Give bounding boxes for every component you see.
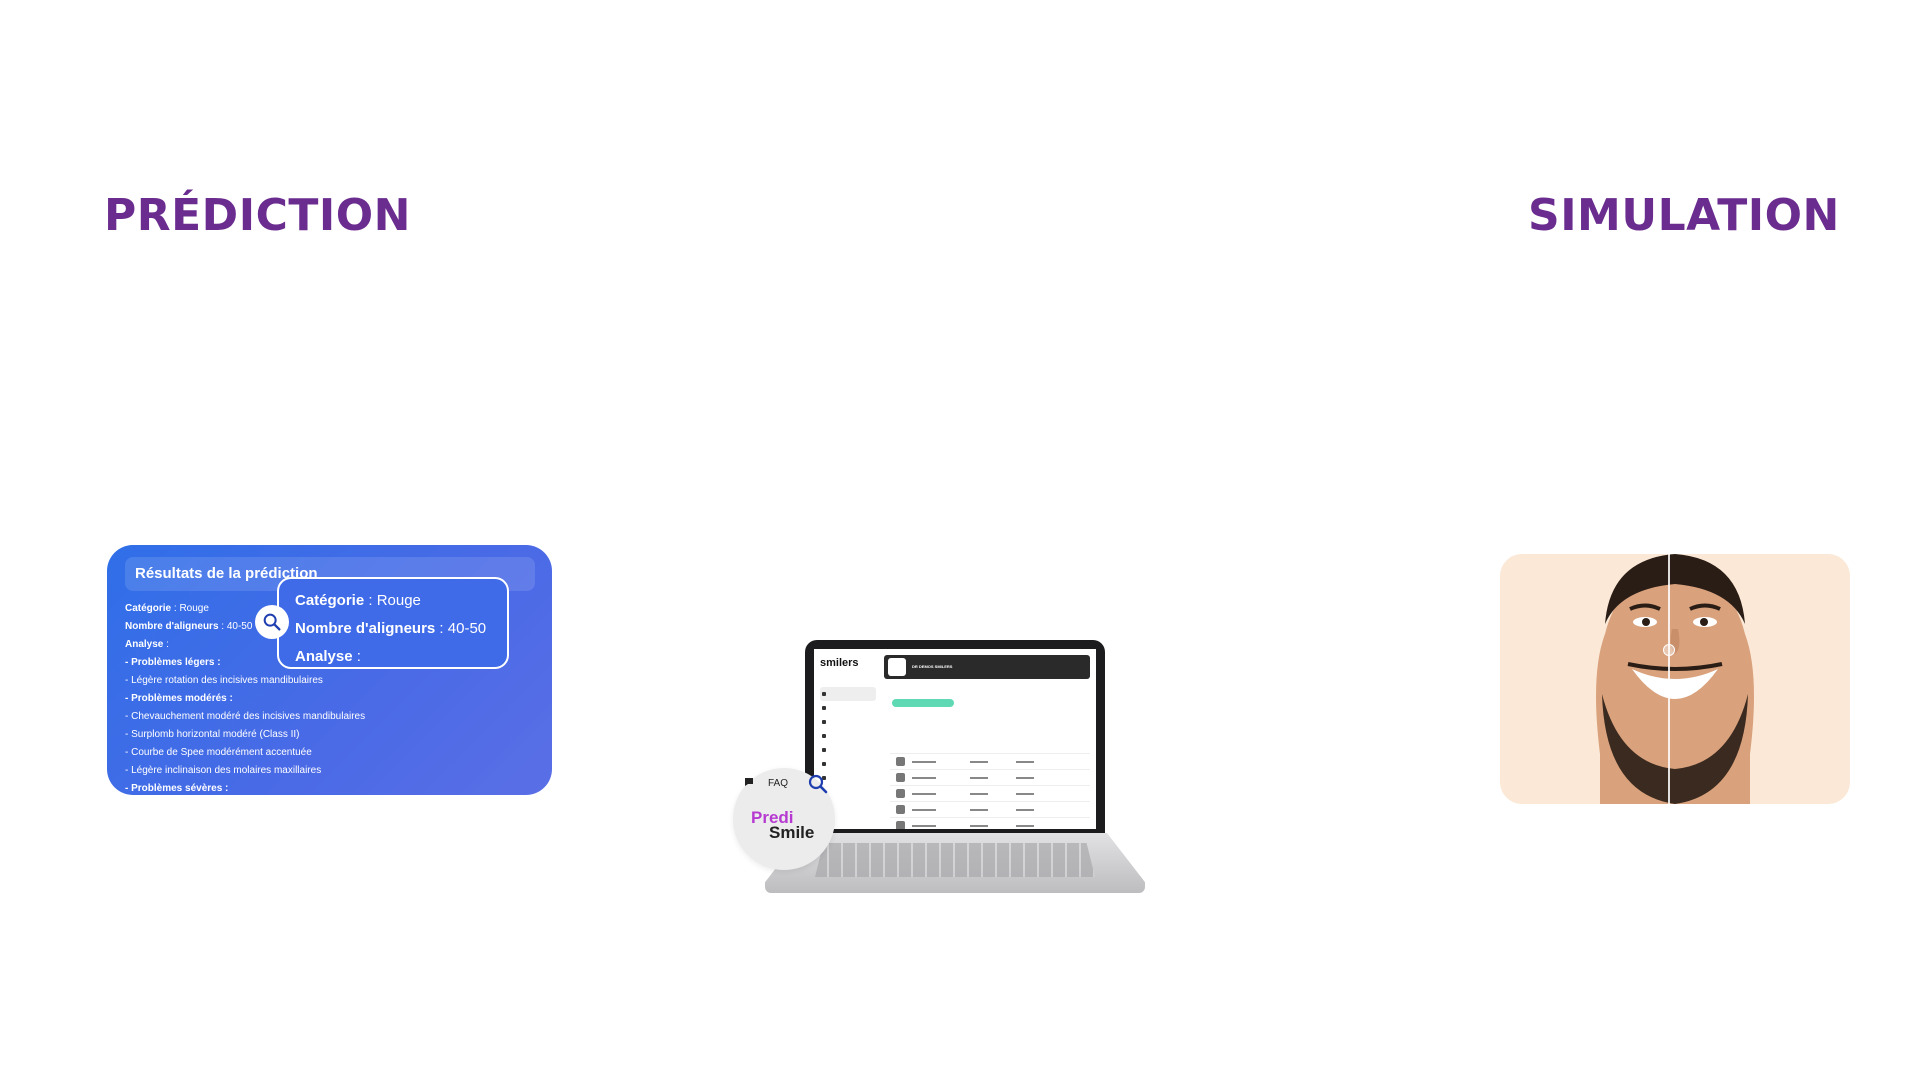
- zoom-analysis: Analyse :: [295, 648, 361, 665]
- result-line: - Surplomb horizontal modéré (Class II): [125, 729, 300, 740]
- result-line: - Courbe de Spee modérément accentuée: [125, 747, 312, 758]
- sidebar-item[interactable]: [820, 715, 876, 729]
- sidebar-item[interactable]: [820, 687, 876, 701]
- faq-link[interactable]: FAQ: [768, 778, 789, 789]
- table-row[interactable]: [890, 817, 1090, 829]
- prediction-heading: PRÉDICTION: [104, 190, 411, 241]
- chat-icon: [745, 778, 753, 786]
- app-logo: smilers: [820, 657, 859, 669]
- simulation-card: [1500, 554, 1850, 804]
- zoom-aligners: Nombre d'aligneurs : 40-50: [295, 620, 487, 637]
- sidebar-item[interactable]: [820, 743, 876, 757]
- result-line-analysis: Analyse :: [125, 639, 169, 650]
- result-line: - Problèmes sévères :: [125, 783, 229, 794]
- result-line-aligners: Nombre d'aligneurs : 40-50: [125, 621, 253, 632]
- table-row[interactable]: [890, 785, 1090, 802]
- result-line: - Problèmes modérés :: [125, 693, 233, 704]
- laptop-lid: smilers DR DEMOS SMILERS: [805, 640, 1105, 835]
- zoomed-results-box: Catégorie : Rouge Nombre d'aligneurs : 4…: [277, 577, 509, 669]
- app-primary-button[interactable]: [892, 699, 954, 707]
- table-row[interactable]: [890, 801, 1090, 818]
- avatar: [888, 658, 906, 676]
- sidebar-item[interactable]: [820, 701, 876, 715]
- table-row[interactable]: [890, 753, 1090, 770]
- laptop-keyboard: [815, 843, 1095, 877]
- sidebar-item[interactable]: [820, 771, 876, 785]
- table-row[interactable]: [890, 769, 1090, 786]
- zoom-category: Catégorie : Rouge: [295, 592, 421, 609]
- prediction-results-list: Catégorie : Rouge Nombre d'aligneurs : 4…: [125, 600, 365, 795]
- sidebar-item[interactable]: [820, 757, 876, 771]
- predismile-badge: Predi Smile: [733, 768, 835, 870]
- smiling-face-image: [1596, 554, 1754, 804]
- result-line: - Chevauchement modéré des incisives man…: [125, 711, 366, 722]
- prediction-results-card: Résultats de la prédiction Catégorie : R…: [107, 545, 552, 795]
- predismile-logo: Predi Smile: [751, 808, 815, 842]
- magnifier-icon: [808, 774, 828, 794]
- sidebar-item[interactable]: [820, 729, 876, 743]
- laptop-mockup: smilers DR DEMOS SMILERS: [765, 640, 1145, 902]
- result-line: - Légère rotation des incisives mandibul…: [125, 675, 323, 686]
- app-sidebar: [820, 687, 876, 785]
- result-line: - Problèmes légers :: [125, 657, 221, 668]
- result-line: - Légère inclinaison des molaires maxill…: [125, 765, 322, 776]
- comparison-slider-handle[interactable]: [1663, 644, 1675, 656]
- result-line-category: Catégorie : Rouge: [125, 603, 209, 614]
- simulation-heading: SIMULATION: [1528, 190, 1840, 241]
- app-account-bar: DR DEMOS SMILERS: [884, 655, 1090, 679]
- comparison-slider-line[interactable]: [1668, 554, 1670, 804]
- magnifier-icon: [255, 605, 289, 639]
- app-screen: smilers DR DEMOS SMILERS: [814, 649, 1096, 829]
